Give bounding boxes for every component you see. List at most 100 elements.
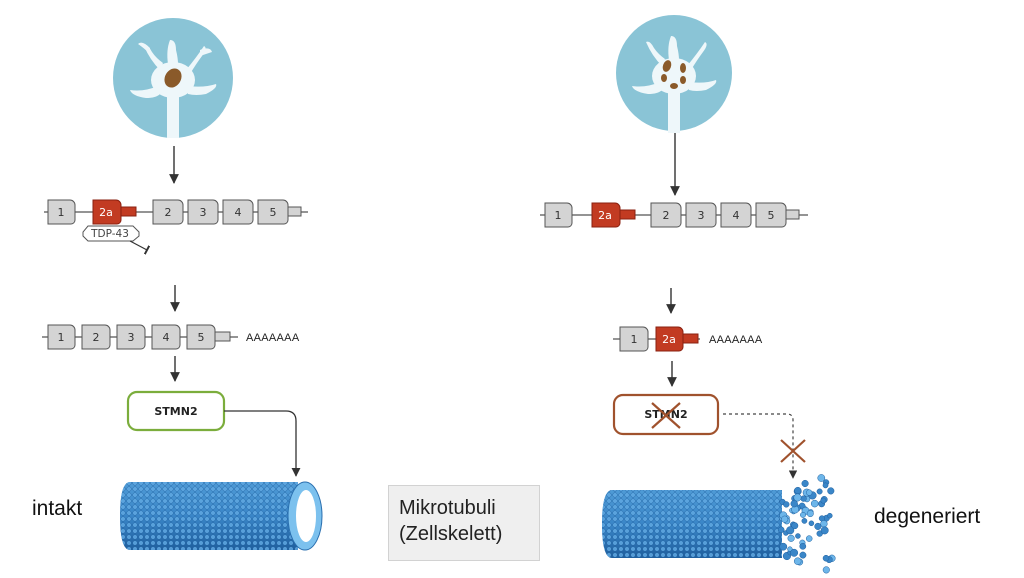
tubulin-fragment: [806, 510, 814, 518]
svg-text:STMN2: STMN2: [154, 405, 197, 418]
cross-mark-icon: [651, 402, 681, 429]
exon-box: 3: [116, 324, 146, 350]
exon-label: 1: [58, 331, 65, 344]
neuron-cell-icon-left: [113, 18, 233, 138]
exon-box: 1: [619, 326, 649, 352]
tubulin-fragment: [822, 482, 829, 489]
tubulin-fragment: [781, 515, 789, 523]
exon-box: 5: [257, 199, 302, 225]
exon-label: 2a: [598, 209, 612, 222]
tubulin-fragment: [800, 495, 807, 502]
tubulin-fragment: [795, 533, 801, 539]
exon-box: 2: [152, 199, 184, 225]
svg-text:TDP-43: TDP-43: [90, 228, 129, 240]
tubulin-fragment: [791, 522, 799, 530]
tubulin-fragment: [820, 526, 829, 535]
exon-label: 3: [128, 331, 135, 344]
microtubule-icon-left: [120, 481, 323, 551]
tubulin-fragment: [822, 566, 830, 574]
tubulin-fragment: [822, 554, 830, 562]
tubulin-fragment: [793, 557, 802, 565]
exon-box: 2: [81, 324, 111, 350]
tubulin-fragment: [793, 493, 802, 502]
exon-label: 3: [200, 206, 207, 219]
protein-stmn2-right: STMN2: [612, 393, 720, 436]
neuron-cell-icon-right: [616, 15, 732, 133]
gene-structure-left: 1 2a 2 3 4 5 TDP-43: [44, 199, 308, 255]
exon-box: 1: [47, 324, 76, 350]
exon-label: 5: [768, 209, 775, 222]
exon-label: 2a: [662, 333, 676, 346]
tubulin-fragment: [799, 551, 807, 559]
exon-box: 4: [720, 202, 752, 228]
exon-box: 5: [186, 324, 231, 350]
tdp43-repressor: TDP-43: [82, 225, 151, 255]
tubulin-fragment: [820, 497, 827, 504]
exon-2a-box: 2a: [92, 199, 137, 225]
exon-label: 2: [93, 331, 100, 344]
tubulin-fragment: [827, 487, 835, 495]
arrow-protein-to-microtubule-left: [224, 410, 301, 477]
exon-label: 2: [165, 206, 172, 219]
mrna-left: 1 2 3 4 5 AAAAAAA: [42, 324, 300, 350]
tubulin-fragment: [787, 534, 795, 542]
exon-label: 4: [235, 206, 242, 219]
exon-label: 4: [163, 331, 170, 344]
tubulin-fragment: [799, 542, 807, 550]
exon-box: 4: [222, 199, 254, 225]
tubulin-fragment: [808, 520, 815, 527]
tubulin-fragment: [814, 522, 822, 530]
exon-box: 3: [685, 202, 717, 228]
tubulin-fragment: [827, 512, 833, 519]
tubulin-fragment: [806, 489, 813, 496]
tubulin-fragment: [801, 479, 809, 488]
tubulin-fragment: [817, 474, 826, 482]
tubulin-fragment: [790, 548, 799, 557]
legend-box-microtubules: Mikrotubuli (Zellskelett): [388, 485, 540, 561]
exon-box: 1: [544, 202, 573, 228]
protein-stmn2-left: STMN2: [126, 390, 226, 432]
cross-mark-icon: [780, 439, 806, 463]
exon-box: 5: [755, 202, 800, 228]
mrna-right: 1 2a AAAAAAA: [613, 326, 763, 352]
exon-label: 4: [733, 209, 740, 222]
tubulin-fragment: [820, 520, 828, 528]
tubulin-fragment: [816, 488, 823, 495]
arrow-protein-to-microtubule-right-dashed: [723, 413, 798, 479]
state-label-intact: intakt: [32, 497, 83, 520]
exon-label: 2: [663, 209, 670, 222]
exon-label: 5: [198, 331, 205, 344]
polya-tail: AAAAAAA: [246, 332, 300, 344]
tubulin-fragment: [786, 526, 795, 535]
exon-2a-box: 2a: [591, 202, 636, 228]
tubulin-fragment: [777, 526, 785, 534]
tubulin-fragment: [805, 535, 813, 542]
inhibition-arrow: [129, 240, 151, 255]
exon-2a-box: 2a: [655, 326, 699, 352]
legend-line-1: Mikrotubuli: [399, 497, 496, 519]
tubulin-fragment: [790, 500, 798, 508]
legend-line-2: (Zellskelett): [399, 523, 503, 545]
state-label-degenerated: degeneriert: [874, 505, 981, 528]
polya-tail: AAAAAAA: [709, 334, 763, 346]
exon-box: 4: [151, 324, 181, 350]
tubulin-fragment: [810, 499, 819, 508]
tubulin-fragment: [801, 518, 808, 524]
exon-box: 2: [650, 202, 682, 228]
exon-label: 5: [270, 206, 277, 219]
exon-box: 1: [47, 199, 76, 225]
gene-structure-right: 1 2a 2 3 4 5: [540, 202, 808, 228]
microtubule-icon-right: [602, 474, 836, 574]
tubulin-fragment: [800, 511, 806, 518]
microtubule-fragments: [777, 474, 836, 574]
exon-label: 3: [698, 209, 705, 222]
exon-label: 2a: [99, 206, 113, 219]
exon-label: 1: [555, 209, 562, 222]
tubulin-fragment: [783, 501, 790, 508]
exon-label: 1: [631, 333, 638, 346]
exon-box: 3: [187, 199, 219, 225]
tubulin-fragment: [779, 542, 788, 551]
tubulin-fragment: [794, 486, 802, 495]
exon-label: 1: [58, 206, 65, 219]
